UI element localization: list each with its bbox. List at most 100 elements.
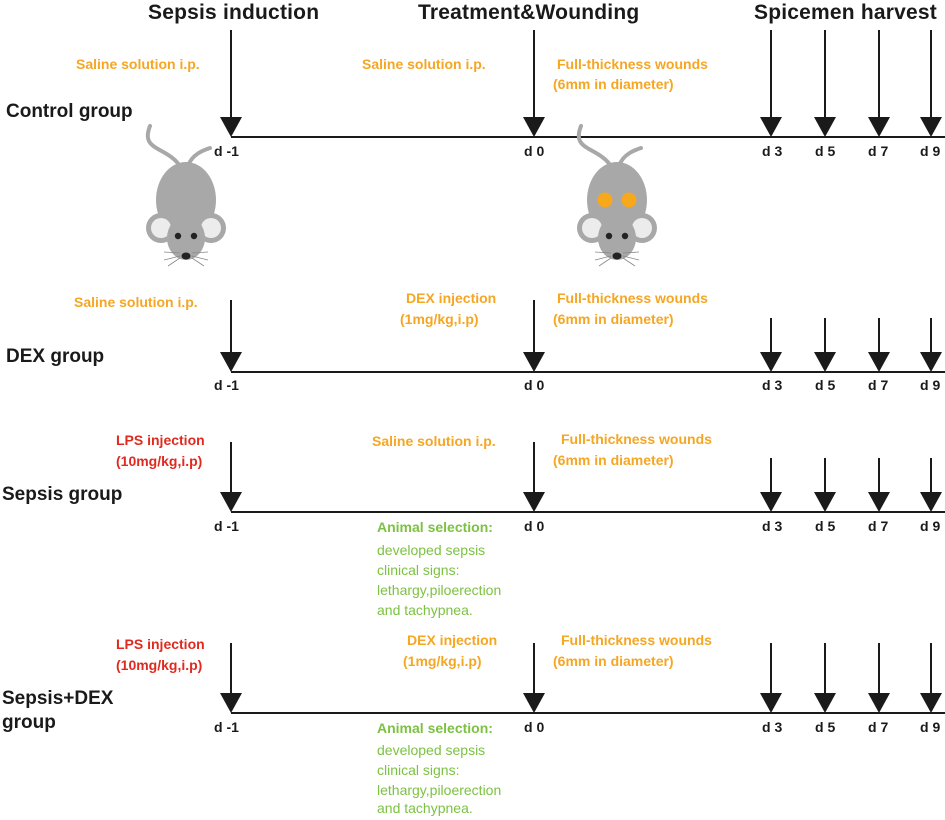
day-label: d 9: [920, 719, 941, 735]
arrow-treatment-sepsis-head: [523, 492, 545, 512]
arrow-harvest-d5-sepsis-head: [814, 492, 836, 512]
selection-title-sepsis-dex: Animal selection:: [377, 720, 493, 736]
mouse-tail: [576, 124, 643, 168]
mouse-whiskers: [594, 251, 640, 267]
day-label: d 9: [920, 518, 941, 534]
treatment-note-sepsis: Saline solution i.p.: [372, 433, 496, 449]
mouse-head: [598, 216, 636, 260]
group-label-sepsis: Sepsis group: [2, 484, 123, 505]
arrow-harvest-d7-sepsis-head: [868, 492, 890, 512]
selection-line-sepsis: and tachypnea.: [377, 602, 473, 618]
mouse-nose: [181, 252, 191, 260]
selection-line-sepsis: clinical signs:: [377, 562, 460, 578]
day-label: d -1: [214, 143, 239, 159]
induction-note-control: Saline solution i.p.: [76, 56, 200, 72]
induction-note-sepsis-dex-line2: (10mg/kg,i.p): [116, 657, 203, 673]
selection-line-sepsis-dex: and tachypnea.: [377, 800, 473, 816]
header-specimen-harvest: Spicemen harvest: [754, 1, 937, 24]
selection-title-sepsis: Animal selection:: [377, 519, 493, 535]
mouse-eye-left: [605, 232, 613, 240]
wound-note-control-line2: (6mm in diameter): [553, 76, 674, 92]
arrow-harvest-d9-sepsis-head: [920, 492, 942, 512]
mouse-ear-inner-right: [632, 218, 652, 238]
arrow-treatment-dex-head: [523, 352, 545, 372]
induction-note-sepsis-line1: LPS injection: [116, 432, 205, 448]
mouse-head: [167, 216, 205, 260]
wound-note-control-line1: Full-thickness wounds: [557, 56, 708, 72]
treatment-note-control: Saline solution i.p.: [362, 56, 486, 72]
wound-note-sepsis-line2: (6mm in diameter): [553, 452, 674, 468]
selection-line-sepsis-dex: clinical signs:: [377, 762, 460, 778]
day-label: d 5: [815, 518, 836, 534]
mouse-wounded-icon: [576, 124, 657, 267]
mouse-nose: [612, 252, 622, 260]
induction-note-dex: Saline solution i.p.: [74, 294, 198, 310]
day-label: d 3: [762, 143, 783, 159]
day-label: d 5: [815, 719, 836, 735]
day-label: d 0: [524, 518, 545, 534]
selection-line-sepsis: lethargy,piloerection: [377, 582, 502, 598]
day-label: d 9: [920, 377, 941, 393]
mouse-whiskers: [163, 251, 209, 267]
day-label: d 3: [762, 377, 783, 393]
arrow-harvest-d3-control-head: [760, 117, 782, 137]
day-label: d -1: [214, 518, 239, 534]
day-label: d -1: [214, 719, 239, 735]
arrow-harvest-d9-control-head: [920, 117, 942, 137]
day-label: d 5: [815, 377, 836, 393]
arrow-harvest-d3-sepsis-dex-head: [760, 693, 782, 713]
arrow-harvest-d3-sepsis-head: [760, 492, 782, 512]
arrow-harvest-d9-dex-head: [920, 352, 942, 372]
header-treatment-wounding: Treatment&Wounding: [418, 1, 640, 24]
arrow-harvest-d9-sepsis-dex-head: [920, 693, 942, 713]
day-label: d -1: [214, 377, 239, 393]
wound-note-dex-line2: (6mm in diameter): [553, 311, 674, 327]
arrow-treatment-control-head: [523, 117, 545, 137]
wound-note-sepsis-line1: Full-thickness wounds: [561, 431, 712, 447]
arrow-induction-control-head: [220, 117, 242, 137]
arrow-harvest-d5-sepsis-dex-head: [814, 693, 836, 713]
group-label-dex: DEX group: [6, 346, 105, 367]
induction-note-sepsis-dex-line1: LPS injection: [116, 636, 205, 652]
wound-note-dex-line1: Full-thickness wounds: [557, 290, 708, 306]
day-label: d 7: [868, 518, 889, 534]
selection-line-sepsis-dex: lethargy,piloerection: [377, 782, 502, 798]
group-label-control: Control group: [6, 101, 133, 122]
arrow-harvest-d7-dex-head: [868, 352, 890, 372]
treatment-note-dex-line1: DEX injection: [406, 290, 497, 306]
day-label: d 3: [762, 719, 783, 735]
arrow-induction-dex-head: [220, 352, 242, 372]
selection-line-sepsis-dex: developed sepsis: [377, 742, 486, 758]
mouse-tail: [145, 124, 212, 168]
arrow-treatment-sepsis-dex-head: [523, 693, 545, 713]
group-label-sepsis-dex-line2: group: [2, 712, 56, 733]
header-sepsis-induction: Sepsis induction: [148, 1, 320, 24]
wound-note-sepsis-dex-line1: Full-thickness wounds: [561, 632, 712, 648]
day-label: d 0: [524, 377, 545, 393]
arrow-induction-sepsis-head: [220, 492, 242, 512]
induction-note-sepsis-line2: (10mg/kg,i.p): [116, 453, 203, 469]
arrow-harvest-d5-control-head: [814, 117, 836, 137]
wound-dot-right: [621, 192, 637, 208]
arrow-harvest-d7-sepsis-dex-head: [868, 693, 890, 713]
mouse-before-icon: [145, 124, 226, 267]
wound-note-sepsis-dex-line2: (6mm in diameter): [553, 653, 674, 669]
day-label: d 5: [815, 143, 836, 159]
treatment-note-sepsis-dex-line2: (1mg/kg,i.p): [403, 653, 482, 669]
mouse-eye-right: [190, 232, 198, 240]
mouse-ear-inner-left: [151, 218, 171, 238]
day-label: d 0: [524, 719, 545, 735]
day-label: d 3: [762, 518, 783, 534]
group-label-sepsis-dex-line1: Sepsis+DEX: [2, 688, 114, 709]
arrow-induction-sepsis-dex-head: [220, 693, 242, 713]
day-label: d 7: [868, 719, 889, 735]
mouse-eye-left: [174, 232, 182, 240]
day-label: d 0: [524, 143, 545, 159]
day-label: d 9: [920, 143, 941, 159]
arrow-harvest-d7-control-head: [868, 117, 890, 137]
mouse-eye-right: [621, 232, 629, 240]
arrow-harvest-d5-dex-head: [814, 352, 836, 372]
treatment-note-dex-line2: (1mg/kg,i.p): [400, 311, 479, 327]
